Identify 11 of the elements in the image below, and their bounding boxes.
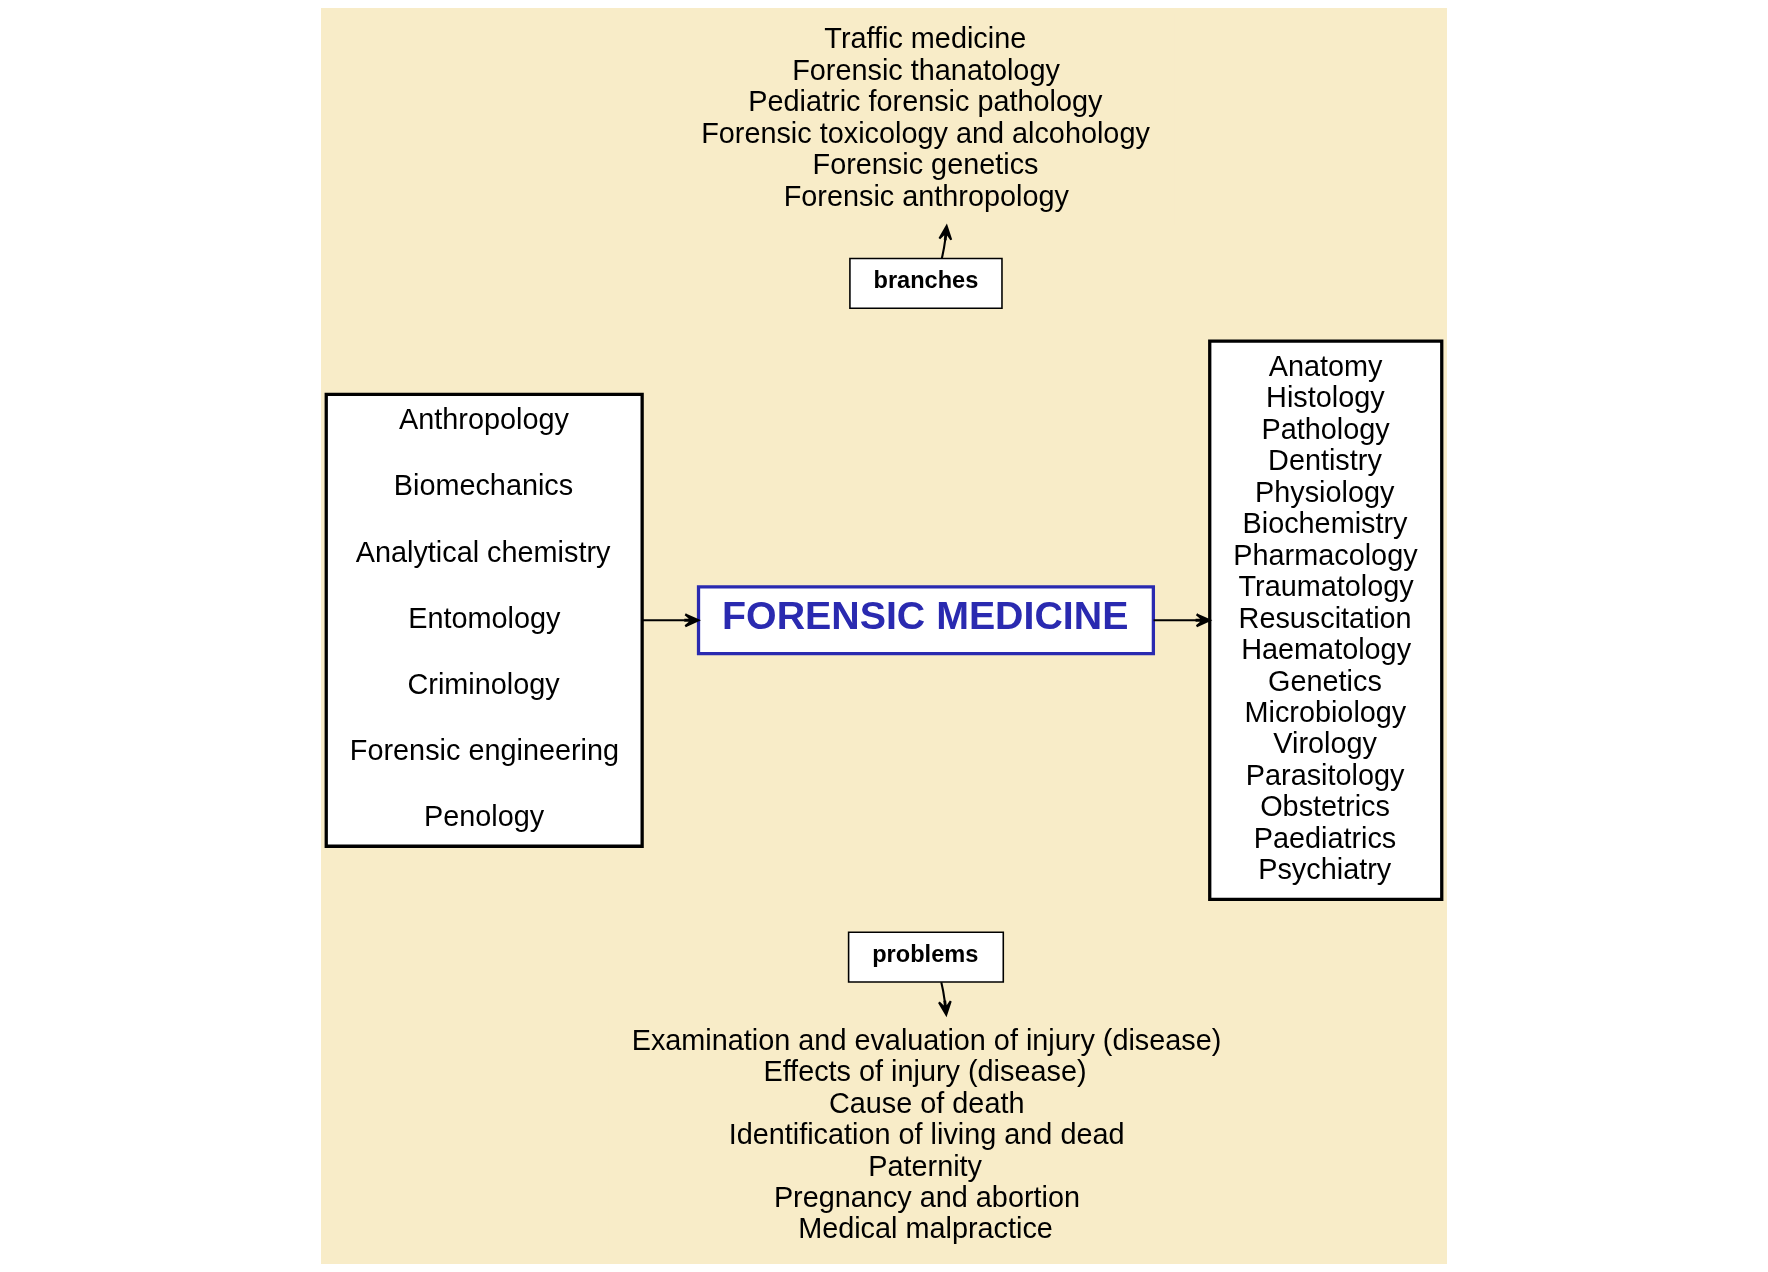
- arrow: [938, 225, 953, 259]
- node-box: Anthropology Biomechanics Analytical chemistry Entomology Criminology Forensic engineering Penology: [324, 392, 644, 848]
- node-box: FORENSIC MEDICINE: [696, 585, 1155, 656]
- node-box: Anatomy Histology Pathology Dentistry Physiology Biochemistry Pharmacology Traumatology Resuscitation Haematology Genetics Microbiology Virology Parasitology Obstetrics Paediatrics Psychiatry: [1208, 339, 1444, 902]
- node-text: Traffic medicine Forensic thanatology Pediatric forensic pathology Forensic toxicology and alcohology Forensic genetics Forensic anthropology: [701, 22, 1150, 212]
- arrow: [937, 982, 952, 1016]
- node-text: Examination and evaluation of injury (disease) Effects of injury (disease) Cause of death Identification of living and dead Paternity Pregnancy and abortion Medical malpractice: [631, 1023, 1222, 1245]
- node-box: problems: [847, 931, 1005, 983]
- arrow: [1153, 613, 1211, 628]
- node-box: branches: [849, 257, 1003, 310]
- arrow: [642, 613, 700, 628]
